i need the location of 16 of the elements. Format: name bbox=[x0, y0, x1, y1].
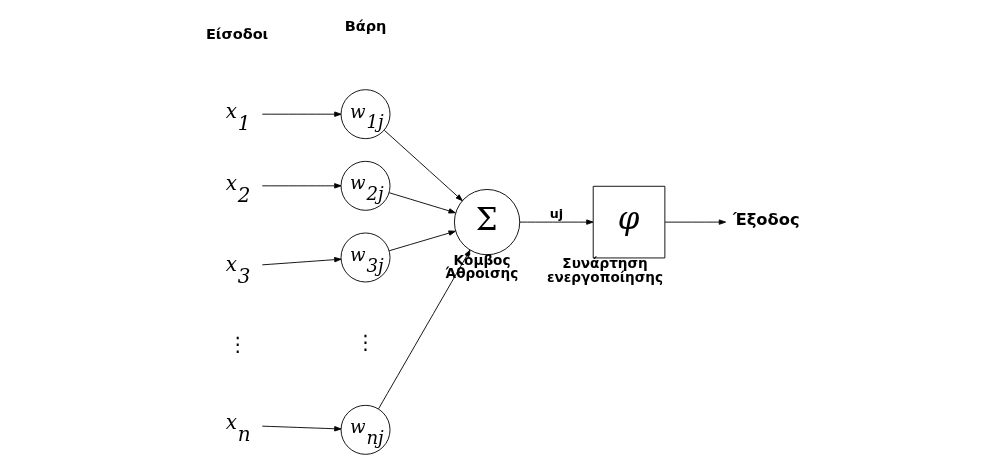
arrow bbox=[388, 230, 456, 252]
edge-label: uj bbox=[549, 205, 564, 221]
label: Βάρη bbox=[344, 17, 387, 34]
arrow bbox=[378, 249, 471, 410]
node-text: Έξοδος bbox=[732, 210, 800, 230]
arrow bbox=[519, 219, 594, 225]
arrow bbox=[261, 183, 342, 189]
label: ⋮ bbox=[355, 329, 376, 354]
label: Είσοδοι bbox=[205, 25, 269, 42]
label: ⋮ bbox=[227, 331, 248, 356]
arrow bbox=[261, 256, 342, 266]
arrow bbox=[383, 129, 463, 202]
arrow bbox=[664, 219, 727, 225]
arrow bbox=[261, 425, 342, 432]
arrow bbox=[261, 111, 342, 117]
arrow bbox=[388, 192, 456, 214]
